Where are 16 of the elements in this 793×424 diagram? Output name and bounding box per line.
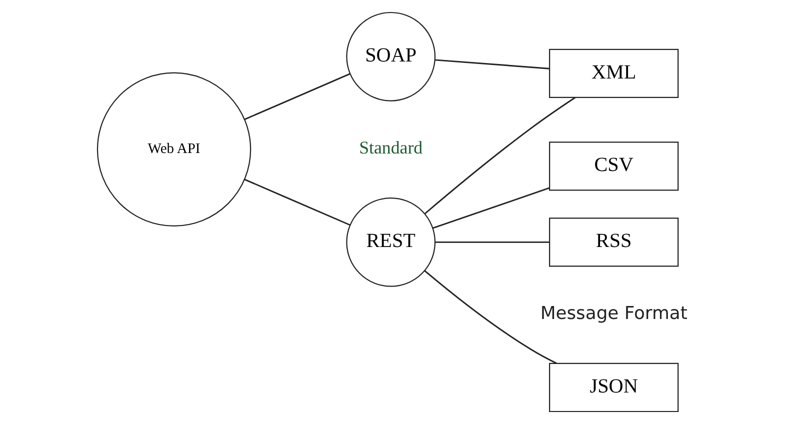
label: Standard	[358, 138, 422, 158]
node-box: JSON	[548, 362, 678, 412]
connector	[424, 270, 556, 364]
node-box: RSS	[548, 218, 678, 267]
node-circle: REST	[346, 197, 436, 287]
connector	[434, 59, 549, 70]
connector	[244, 178, 350, 226]
connector	[432, 187, 550, 229]
connector	[434, 241, 549, 243]
node-box: CSV	[548, 142, 678, 191]
node-circle: Web API	[96, 72, 251, 227]
node-circle: SOAP	[346, 12, 436, 102]
connector	[424, 96, 576, 214]
connector	[244, 73, 350, 120]
node-box: XML	[548, 48, 678, 98]
label: Message Format	[540, 303, 687, 324]
